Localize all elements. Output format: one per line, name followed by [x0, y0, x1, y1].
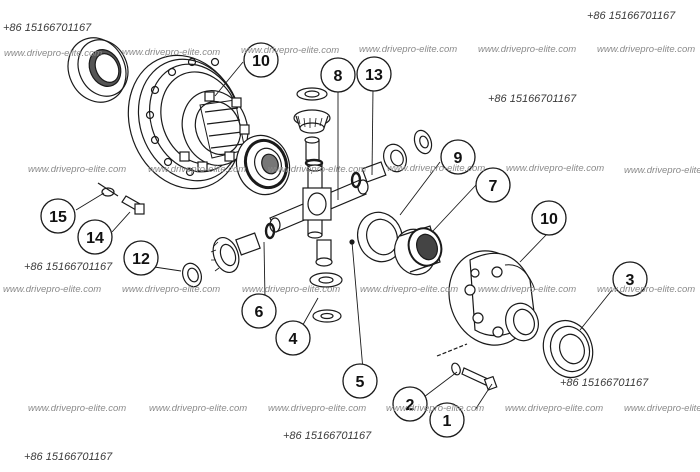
watermark-site: www.drivepro-elite.com: [122, 47, 221, 58]
watermark-phone: +86 15166701167: [587, 10, 676, 22]
callout-circle-15: [40, 198, 76, 234]
callout-labels: 1 2 3 4 5 6 7 8 9 10 10 12 13 14 15: [49, 53, 634, 430]
watermark-site: www.drivepro-elite.com: [478, 44, 577, 55]
watermark-site: www.drivepro-elite.com: [359, 44, 458, 55]
pinion-gear-right: [350, 129, 433, 189]
watermark-phone: +86 15166701167: [24, 451, 113, 463]
callout-label-13: 13: [365, 67, 383, 84]
watermark-site: www.drivepro-elite.com: [148, 164, 247, 175]
callout-label-6: 6: [255, 304, 264, 321]
watermark-site: www.drivepro-elite.com: [242, 284, 341, 295]
callout-circle-2: [392, 386, 428, 422]
watermark-phone: +86 15166701167: [3, 22, 92, 34]
callout-circle-10-lower: [531, 200, 567, 236]
callout-circle-3: [612, 261, 648, 297]
callout-circle-13: [356, 56, 392, 92]
callout-label-10-lower: 10: [540, 211, 558, 228]
watermark-site: www.drivepro-elite.com: [597, 44, 696, 55]
callout-circle-8: [320, 57, 356, 93]
callout-label-2: 2: [406, 397, 415, 414]
differential-case-lower: [448, 250, 539, 346]
watermark-site: www.drivepro-elite.com: [4, 48, 103, 59]
leader-lines: [75, 61, 613, 411]
watermark-site: www.drivepro-elite.com: [268, 164, 367, 175]
differential-case-upper: [127, 54, 250, 190]
watermark-phone: +86 15166701167: [283, 430, 372, 442]
callout-label-8: 8: [334, 68, 343, 85]
callout-circle-6: [241, 293, 277, 329]
callout-label-12: 12: [132, 251, 150, 268]
callout-circle-1: [429, 402, 465, 438]
watermark-site: www.drivepro-elite.com: [506, 163, 605, 174]
callout-label-10-upper: 10: [252, 53, 270, 70]
bearing-race-lower-right: [542, 319, 594, 379]
watermark-site: www.drivepro-elite.com: [386, 403, 485, 414]
callout-circle-8-nine: [440, 139, 476, 175]
pinion-gear-top: [293, 87, 331, 168]
watermark-site: www.drivepro-elite.com: [3, 284, 102, 295]
callout-circle-12: [123, 240, 159, 276]
callout-circle-5: [342, 363, 378, 399]
watermark-site: www.drivepro-elite.com: [28, 403, 127, 414]
watermark-site: www.drivepro-elite.com: [268, 403, 367, 414]
bolt-and-washer-upper: [97, 182, 145, 215]
retaining-pin: [349, 239, 355, 245]
watermark-site: www.drivepro-elite.com: [28, 164, 127, 175]
callout-circle-4: [275, 320, 311, 356]
bolt-and-washer-lower: [436, 343, 498, 391]
callout-circle-10-upper: [243, 42, 279, 78]
side-gear-7: [394, 225, 443, 276]
watermark-site: www.drivepro-elite.com: [387, 163, 486, 174]
watermark-phone: +86 15166701167: [24, 261, 113, 273]
callout-label-7: 7: [489, 178, 498, 195]
pinion-gear-left: [210, 222, 276, 274]
callout-label-5: 5: [356, 374, 365, 391]
thrust-washer-9: [357, 211, 403, 263]
watermark-site: www.drivepro-elite.com: [241, 45, 340, 56]
watermark-site: www.drivepro-elite.com: [597, 284, 696, 295]
bearing-race-upper-left: [67, 37, 129, 103]
callout-label-14: 14: [86, 230, 104, 247]
watermark-phone: +86 15166701167: [560, 377, 649, 389]
watermark-site: www.drivepro-elite.com: [624, 403, 700, 414]
callout-circles: [40, 42, 648, 438]
watermark-site: www.drivepro-elite.com: [122, 284, 221, 295]
side-gear-upper: [235, 134, 291, 196]
spider-cross-shaft: [269, 164, 369, 239]
watermark-site: www.drivepro-elite.com: [149, 403, 248, 414]
watermark-phone: +86 15166701167: [488, 93, 577, 105]
callout-label-15: 15: [49, 209, 67, 226]
pinion-gear-bottom: [309, 239, 343, 323]
callout-label-1: 1: [443, 413, 452, 430]
watermark-site: www.drivepro-elite.com: [624, 165, 700, 176]
callout-label-4: 4: [289, 331, 298, 348]
callout-circle-14: [77, 219, 113, 255]
washer-12: [181, 262, 203, 288]
callout-label-9: 9: [454, 150, 463, 167]
callout-circle-7: [475, 167, 511, 203]
callout-label-3: 3: [626, 272, 635, 289]
watermark-site: www.drivepro-elite.com: [360, 284, 459, 295]
watermark-site: www.drivepro-elite.com: [478, 284, 577, 295]
watermark-site: www.drivepro-elite.com: [505, 403, 604, 414]
